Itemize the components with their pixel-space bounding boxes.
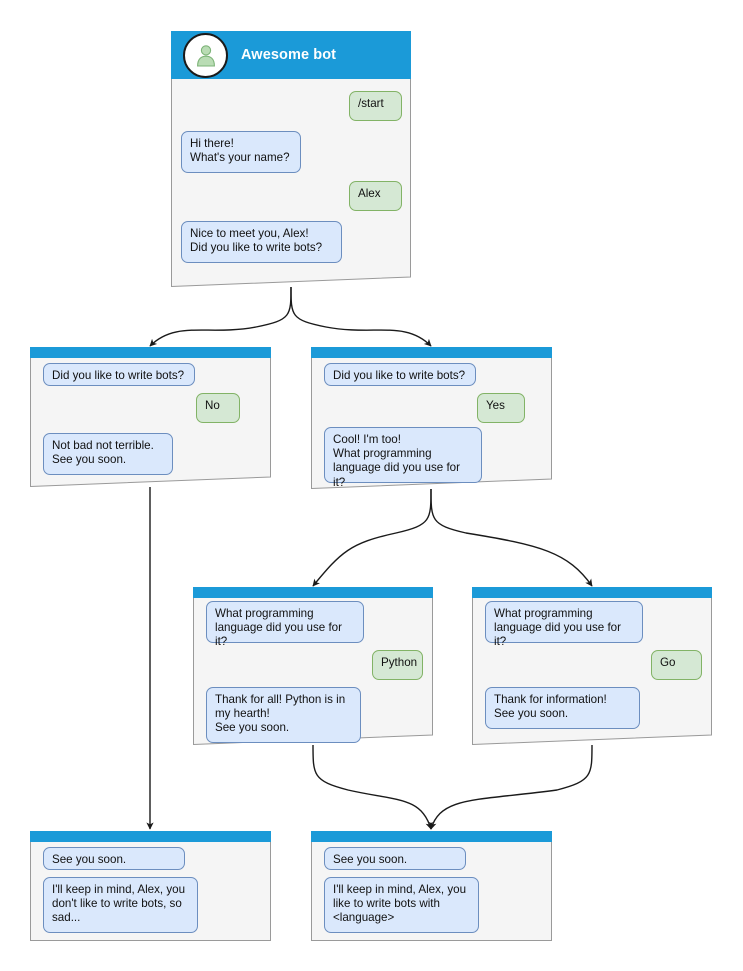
message-bubble[interactable]: Thank for information! See you soon. [485,687,640,729]
person-avatar-icon [183,32,228,78]
message-bubble[interactable]: See you soon. [324,847,466,870]
node-end-happy-title-bar [311,831,552,842]
node-branch-no-title-bar [30,347,271,358]
node-branch-go-title-bar [472,587,712,598]
message-bubble[interactable]: /start [349,91,402,121]
node-branch-python-title-bar [193,587,433,598]
message-bubble[interactable]: Alex [349,181,402,211]
root-title-bar: Awesome bot [171,31,411,79]
message-bubble[interactable]: Did you like to write bots? [324,363,476,386]
message-bubble[interactable]: What programming language did you use fo… [206,601,364,648]
connector-go-to-end-happy [429,744,593,830]
connector-root-to-yes [290,286,432,347]
message-bubble[interactable]: Cool! I'm too! What programming language… [324,427,482,489]
node-branch-no[interactable]: Did you like to write bots? No Not bad n… [30,347,271,487]
node-branch-python[interactable]: What programming language did you use fo… [193,587,433,745]
connector-root-to-no [149,286,292,347]
connector-yes-to-python [312,488,432,587]
node-branch-go[interactable]: What programming language did you use fo… [472,587,712,745]
message-bubble[interactable]: Did you like to write bots? [43,363,195,386]
message-bubble[interactable]: Go [651,650,702,680]
message-bubble[interactable]: Not bad not terrible. See you soon. [43,433,173,475]
message-bubble[interactable]: Hi there! What's your name? [181,131,301,173]
node-end-sad-title-bar [30,831,271,842]
node-end-happy[interactable]: See you soon. I'll keep in mind, Alex, y… [311,831,552,941]
message-bubble[interactable]: I'll keep in mind, Alex, you don't like … [43,877,198,933]
message-bubble[interactable]: No [196,393,240,423]
connector-python-to-end-happy [312,744,433,830]
message-bubble[interactable]: What programming language did you use fo… [485,601,643,648]
message-bubble[interactable]: I'll keep in mind, Alex, you like to wri… [324,877,479,933]
node-root[interactable]: Awesome bot /start Hi there! What's your… [171,31,411,287]
root-bot-name: Awesome bot [241,47,337,63]
connector-yes-to-go [430,488,593,587]
message-bubble[interactable]: Yes [477,393,525,423]
node-end-sad[interactable]: See you soon. I'll keep in mind, Alex, y… [30,831,271,941]
node-branch-yes[interactable]: Did you like to write bots? Yes Cool! I'… [311,347,552,489]
message-bubble[interactable]: Nice to meet you, Alex! Did you like to … [181,221,342,263]
node-branch-yes-title-bar [311,347,552,358]
message-bubble[interactable]: Thank for all! Python is in my hearth! S… [206,687,361,743]
message-bubble[interactable]: Python [372,650,423,680]
message-bubble[interactable]: See you soon. [43,847,185,870]
